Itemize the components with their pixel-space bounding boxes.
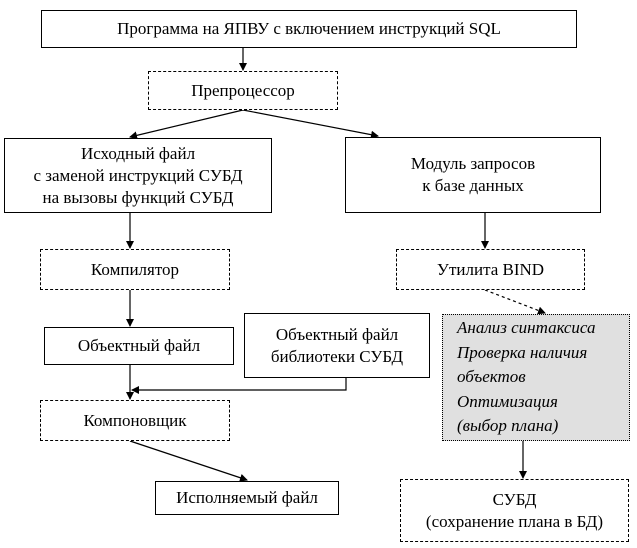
dbms-library-line-2: библиотеки СУБД — [270, 346, 404, 366]
bind-step-optimization: Оптимизация — [457, 391, 558, 411]
bind-utility-box: Утилита BIND — [396, 249, 585, 290]
compiler-box: Компилятор — [40, 249, 230, 290]
query-module-box: Модуль запросов к базе данных — [345, 137, 601, 213]
executable-label: Исполняемый файл — [176, 488, 318, 507]
source-file-line-2: с заменой инструкций СУБД — [33, 165, 243, 185]
bind-step-objects: объектов — [457, 367, 526, 387]
bind-step-check: Проверка наличия — [457, 342, 588, 362]
linker-box: Компоновщик — [40, 400, 230, 441]
source-file-line-3: на вызовы функций СУБД — [42, 187, 234, 207]
bind-step-plan: (выбор плана) — [457, 416, 559, 436]
dbms-library-line-1: Объектный файл — [275, 324, 399, 344]
dbms-box: СУБД (сохранение плана в БД) — [400, 479, 629, 542]
source-file-line-1: Исходный файл — [80, 143, 196, 163]
preprocessor-box: Препроцессор — [148, 71, 338, 110]
source-file-box: Исходный файл с заменой инструкций СУБД … — [4, 138, 272, 213]
query-module-line-1: Модуль запросов — [410, 154, 536, 173]
query-module-line-2: к базе данных — [422, 176, 524, 195]
dbms-line-2: (сохранение плана в БД) — [425, 511, 604, 531]
linker-label: Компоновщик — [83, 410, 187, 430]
arrow-linker-to-executable — [129, 440, 248, 482]
arrow-preprocessor-to-source-file — [129, 109, 244, 140]
bind-steps-box: Анализ синтаксиса Проверка наличия объек… — [442, 314, 630, 441]
dbms-library-object-box: Объектный файл библиотеки СУБД — [244, 313, 430, 378]
compiler-label: Компилятор — [90, 259, 180, 279]
arrow-bind-to-analysis — [484, 289, 546, 315]
executable-box: Исполняемый файл — [155, 481, 339, 515]
program-label: Программа на ЯПВУ с включением инструкци… — [117, 19, 501, 38]
bind-step-syntax: Анализ синтаксиса — [457, 318, 596, 338]
dbms-line-1: СУБД — [492, 489, 537, 509]
preprocessor-label: Препроцессор — [191, 80, 295, 100]
bind-utility-label: Утилита BIND — [436, 259, 545, 279]
arrow-library-to-linker — [131, 378, 347, 394]
arrow-preprocessor-to-query-module — [242, 109, 379, 139]
object-file-label: Объектный файл — [77, 336, 201, 355]
object-file-box: Объектный файл — [44, 327, 234, 365]
program-box: Программа на ЯПВУ с включением инструкци… — [41, 10, 577, 48]
